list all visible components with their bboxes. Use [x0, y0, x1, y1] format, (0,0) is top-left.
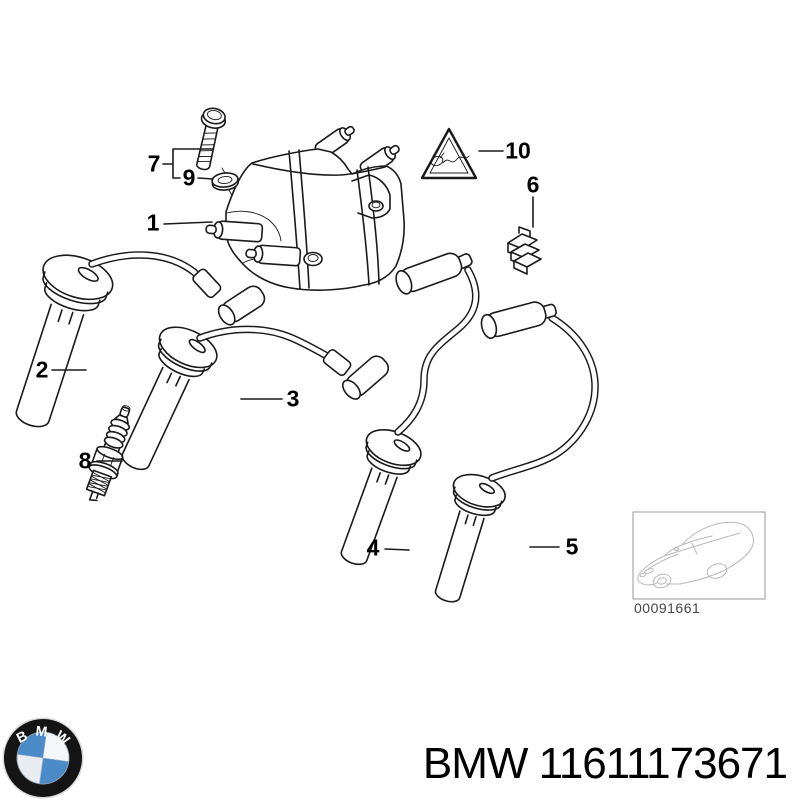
spark-plug-wire-5 [419, 301, 599, 610]
callout-2: 2 [35, 356, 49, 383]
spark-plug-wire-4 [324, 252, 480, 574]
warning-triangle-icon [420, 127, 478, 180]
part-number-text: BMW 11611173671 [422, 739, 788, 788]
callout-3: 3 [286, 385, 300, 412]
bmw-logo: BMW [1, 716, 85, 800]
leader-lines [51, 148, 560, 551]
callout-1: 1 [146, 209, 160, 236]
callout-7: 7 [147, 150, 161, 177]
bolt-drawing [195, 107, 227, 171]
callout-6: 6 [526, 171, 540, 198]
ignition-coil-drawing [205, 125, 405, 291]
callout-10: 10 [505, 137, 531, 164]
callout-9: 9 [182, 164, 196, 191]
spark-plug-drawing [85, 405, 131, 502]
thumbnail-image-code: 00091661 [634, 600, 701, 616]
car-thumbnail [632, 511, 766, 600]
callout-8: 8 [78, 447, 92, 474]
callout-5: 5 [565, 533, 579, 560]
spark-plug-wire-3 [103, 318, 390, 481]
spark-plug-wire-2 [0, 246, 266, 438]
cable-clip-drawing [507, 226, 542, 275]
parts-diagram-svg [0, 107, 766, 610]
callout-4: 4 [366, 534, 380, 561]
washer-drawing [211, 172, 240, 191]
